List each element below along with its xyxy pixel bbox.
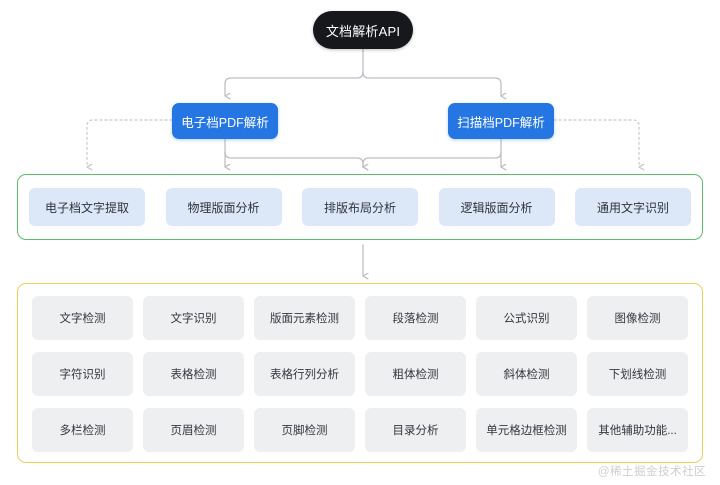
- leaf-chip-label: 页脚检测: [281, 425, 328, 437]
- middle-chip[interactable]: 通用文字识别: [575, 188, 691, 226]
- leaf-chip-label: 字符识别: [59, 369, 106, 381]
- leaf-chip[interactable]: 下划线检测: [587, 352, 688, 396]
- edge-branch1-to-mid-1-dotted: [87, 119, 173, 167]
- leaf-chip[interactable]: 图像检测: [587, 296, 688, 340]
- leaf-chip-label: 单元格边框检测: [486, 425, 567, 437]
- leaf-chip-label: 文字识别: [170, 313, 217, 325]
- leaf-chip-label: 图像检测: [614, 313, 661, 325]
- leaf-chip[interactable]: 其他辅助功能...: [587, 408, 688, 452]
- leaf-chip[interactable]: 公式识别: [476, 296, 577, 340]
- leaf-chip-label: 公式识别: [503, 313, 550, 325]
- root-node[interactable]: 文档解析API: [313, 11, 413, 49]
- edge-branch2-to-mid-3: [362, 151, 502, 167]
- leaf-chip[interactable]: 段落检测: [365, 296, 466, 340]
- leaf-chip-label: 多栏检测: [59, 425, 106, 437]
- branch-node-electronic-pdf[interactable]: 电子档PDF解析: [172, 103, 278, 139]
- leaf-chip-label: 表格行列分析: [270, 369, 339, 381]
- edge-branch2-to-mid-5-dotted: [553, 119, 639, 167]
- middle-chip[interactable]: 电子档文字提取: [29, 188, 145, 226]
- middle-chip[interactable]: 排版布局分析: [302, 188, 418, 226]
- leaf-chip-label: 版面元素检测: [270, 313, 339, 325]
- edge-root-to-branch-2: [362, 71, 501, 96]
- leaf-chip-label: 粗体检测: [392, 369, 439, 381]
- leaf-chip-label: 段落检测: [392, 313, 439, 325]
- middle-chip-label: 电子档文字提取: [44, 200, 129, 215]
- leaf-feature-group: 文字检测 文字识别 版面元素检测 段落检测 公式识别 图像检测 字符识别 表格检…: [17, 283, 703, 463]
- leaf-chip[interactable]: 表格检测: [143, 352, 244, 396]
- leaf-chip-label: 下划线检测: [608, 369, 667, 381]
- leaf-chip-label: 表格检测: [170, 369, 217, 381]
- branch-node-label: 电子档PDF解析: [181, 115, 269, 130]
- root-node-label: 文档解析API: [325, 23, 401, 39]
- leaf-chip-label: 页眉检测: [170, 425, 217, 437]
- leaf-chip[interactable]: 页脚检测: [254, 408, 355, 452]
- edge-branch1-to-mid-3: [224, 151, 363, 167]
- leaf-chip[interactable]: 文字检测: [32, 296, 133, 340]
- middle-chip[interactable]: 逻辑版面分析: [438, 188, 555, 226]
- leaf-chip[interactable]: 粗体检测: [365, 352, 466, 396]
- leaf-chip[interactable]: 文字识别: [143, 296, 244, 340]
- middle-capability-group: 电子档文字提取 物理版面分析 排版布局分析 逻辑版面分析 通用文字识别: [17, 174, 703, 240]
- leaf-chip[interactable]: 字符识别: [32, 352, 133, 396]
- branch-node-label: 扫描档PDF解析: [457, 115, 545, 130]
- middle-chip-label: 物理版面分析: [187, 200, 260, 215]
- leaf-chip[interactable]: 斜体检测: [476, 352, 577, 396]
- watermark: @稀土掘金技术社区: [597, 466, 706, 478]
- branch-node-scanned-pdf[interactable]: 扫描档PDF解析: [448, 103, 554, 139]
- middle-chip-label: 排版布局分析: [323, 200, 396, 215]
- middle-chip-label: 逻辑版面分析: [460, 200, 533, 215]
- leaf-chip[interactable]: 页眉检测: [143, 408, 244, 452]
- middle-chip[interactable]: 物理版面分析: [165, 188, 282, 226]
- middle-chip-label: 通用文字识别: [596, 200, 669, 215]
- leaf-chip-label: 文字检测: [59, 313, 106, 325]
- edge-root-to-branch-1: [224, 71, 364, 96]
- leaf-chip[interactable]: 单元格边框检测: [476, 408, 577, 452]
- leaf-chip-label: 目录分析: [392, 425, 439, 437]
- leaf-chip-label: 斜体检测: [503, 369, 550, 381]
- leaf-chip-label: 其他辅助功能...: [598, 425, 677, 437]
- leaf-chip[interactable]: 版面元素检测: [254, 296, 355, 340]
- leaf-chip[interactable]: 多栏检测: [32, 408, 133, 452]
- leaf-chip[interactable]: 目录分析: [365, 408, 466, 452]
- leaf-chip[interactable]: 表格行列分析: [254, 352, 355, 396]
